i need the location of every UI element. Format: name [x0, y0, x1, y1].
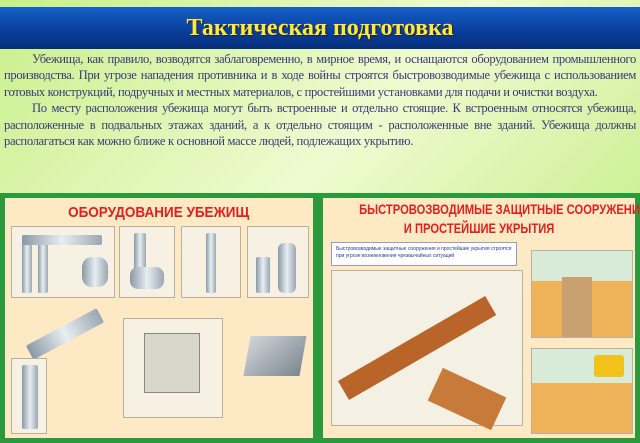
- illustration-water-tank: [11, 304, 111, 360]
- poster-title-line2: И ПРОСТЕЙШИЕ УКРЫТИЯ: [403, 220, 555, 236]
- illustration-fan: [119, 226, 175, 298]
- illustration-open-trench: [531, 250, 633, 338]
- title-bar: Тактическая подготовка: [0, 7, 640, 49]
- illustration-regenerator: [247, 226, 309, 298]
- paragraph: По месту расположения убежища могут быть…: [4, 101, 636, 149]
- illustration-water-supply: [11, 358, 47, 434]
- paragraph: Убежища, как правило, возводятся заблаго…: [4, 52, 636, 99]
- illustration-covered-trench: [531, 348, 633, 434]
- poster-title: ОБОРУДОВАНИЕ УБЕЖИЩ: [68, 204, 250, 221]
- poster-title-line1: БЫСТРОВОЗВОДИМЫЕ ЗАЩИТНЫЕ СООРУЖЕНИЯ: [359, 201, 640, 217]
- illustration-air-intake: [241, 328, 309, 390]
- illustration-filter-ventilation: [11, 226, 115, 298]
- poster-rapid-shelters: БЫСТРОВОЗВОДИМЫЕ ЗАЩИТНЫЕ СООРУЖЕНИЯ И П…: [318, 193, 640, 443]
- illustration-control-panel: [123, 318, 223, 418]
- slide-title: Тактическая подготовка: [186, 14, 454, 41]
- body-text: Убежища, как правило, возводятся заблаго…: [4, 51, 636, 149]
- info-box: Быстровозводимые защитные сооружения и п…: [331, 242, 517, 266]
- illustration-prefab-shelter: [331, 270, 523, 431]
- poster-shelter-equipment: ОБОРУДОВАНИЕ УБЕЖИЩ: [0, 193, 318, 443]
- illustration-filter: [181, 226, 241, 298]
